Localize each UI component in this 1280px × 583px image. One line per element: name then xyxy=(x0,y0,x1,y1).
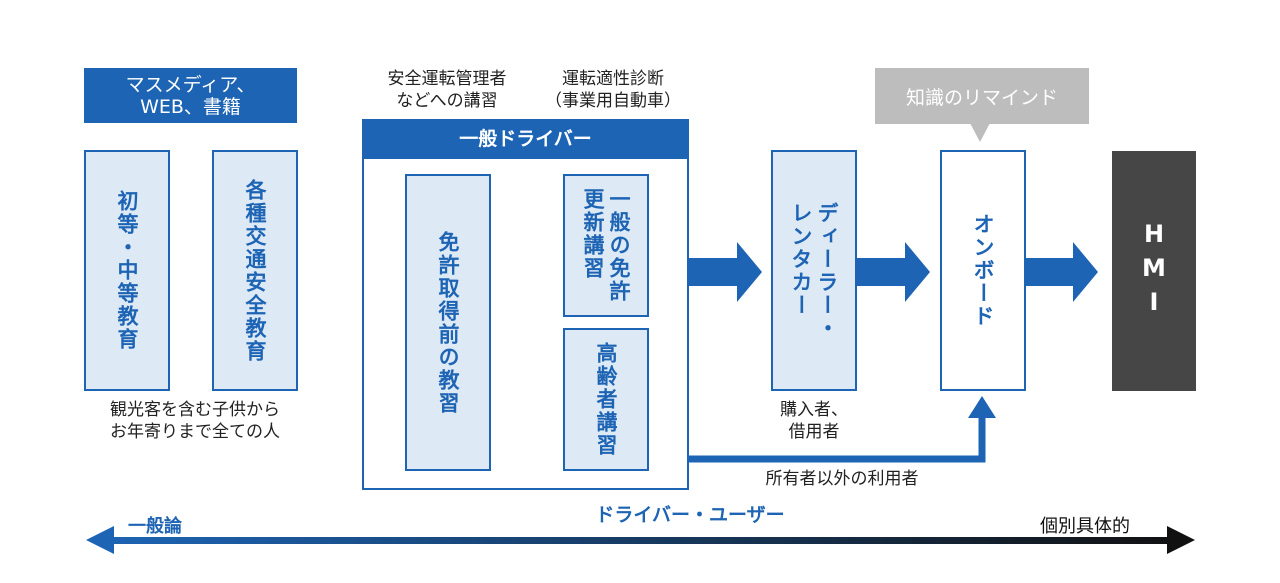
non-owner-arrowhead xyxy=(968,396,996,418)
arrow-to-onboard xyxy=(856,242,930,302)
hmi-box: HMI xyxy=(1112,151,1196,391)
non-owner-path xyxy=(687,414,986,463)
arrow-to-dealer xyxy=(687,242,762,302)
arrow-to-hmi xyxy=(1024,242,1098,302)
onboard-box: オンボード xyxy=(940,150,1026,391)
axis-arrow-left xyxy=(86,526,114,554)
elderly-course-box: 高齢者講習 xyxy=(563,328,649,471)
axis-label-specific: 個別具体的 xyxy=(1040,516,1130,537)
reminder-bubble: 知識のリマインド xyxy=(875,68,1089,124)
driver-user-label: ドライバー・ユーザー xyxy=(595,504,785,526)
note-non-owner: 所有者以外の利用者 xyxy=(765,469,919,489)
media-header: マスメディア、 WEB、書籍 xyxy=(84,68,297,123)
note-buyers: 購入者、 借用者 xyxy=(780,400,848,442)
axis-bar xyxy=(108,537,1173,544)
note-safety-admin: 安全運転管理者 などへの講習 xyxy=(387,69,507,111)
bubble-tail xyxy=(970,123,990,142)
prelicense-training-box: 免許取得前の教習 xyxy=(405,174,491,471)
note-aptitude: 運転適性診断 （事業用自動車） xyxy=(545,69,681,111)
general-driver-header: 一般ドライバー xyxy=(362,119,689,159)
traffic-safety-education-box: 各種交通安全教育 xyxy=(212,150,298,391)
note-visitors: 観光客を含む子供から お年寄りまで全ての人 xyxy=(110,400,280,442)
license-renewal-box: 一般の免許 更新講習 xyxy=(563,174,649,317)
axis-arrow-right xyxy=(1167,526,1195,554)
elementary-education-box: 初等・中等教育 xyxy=(84,150,170,391)
dealer-rental-box: ディーラー・ レンタカー xyxy=(771,150,857,391)
axis-label-general: 一般論 xyxy=(128,516,182,537)
